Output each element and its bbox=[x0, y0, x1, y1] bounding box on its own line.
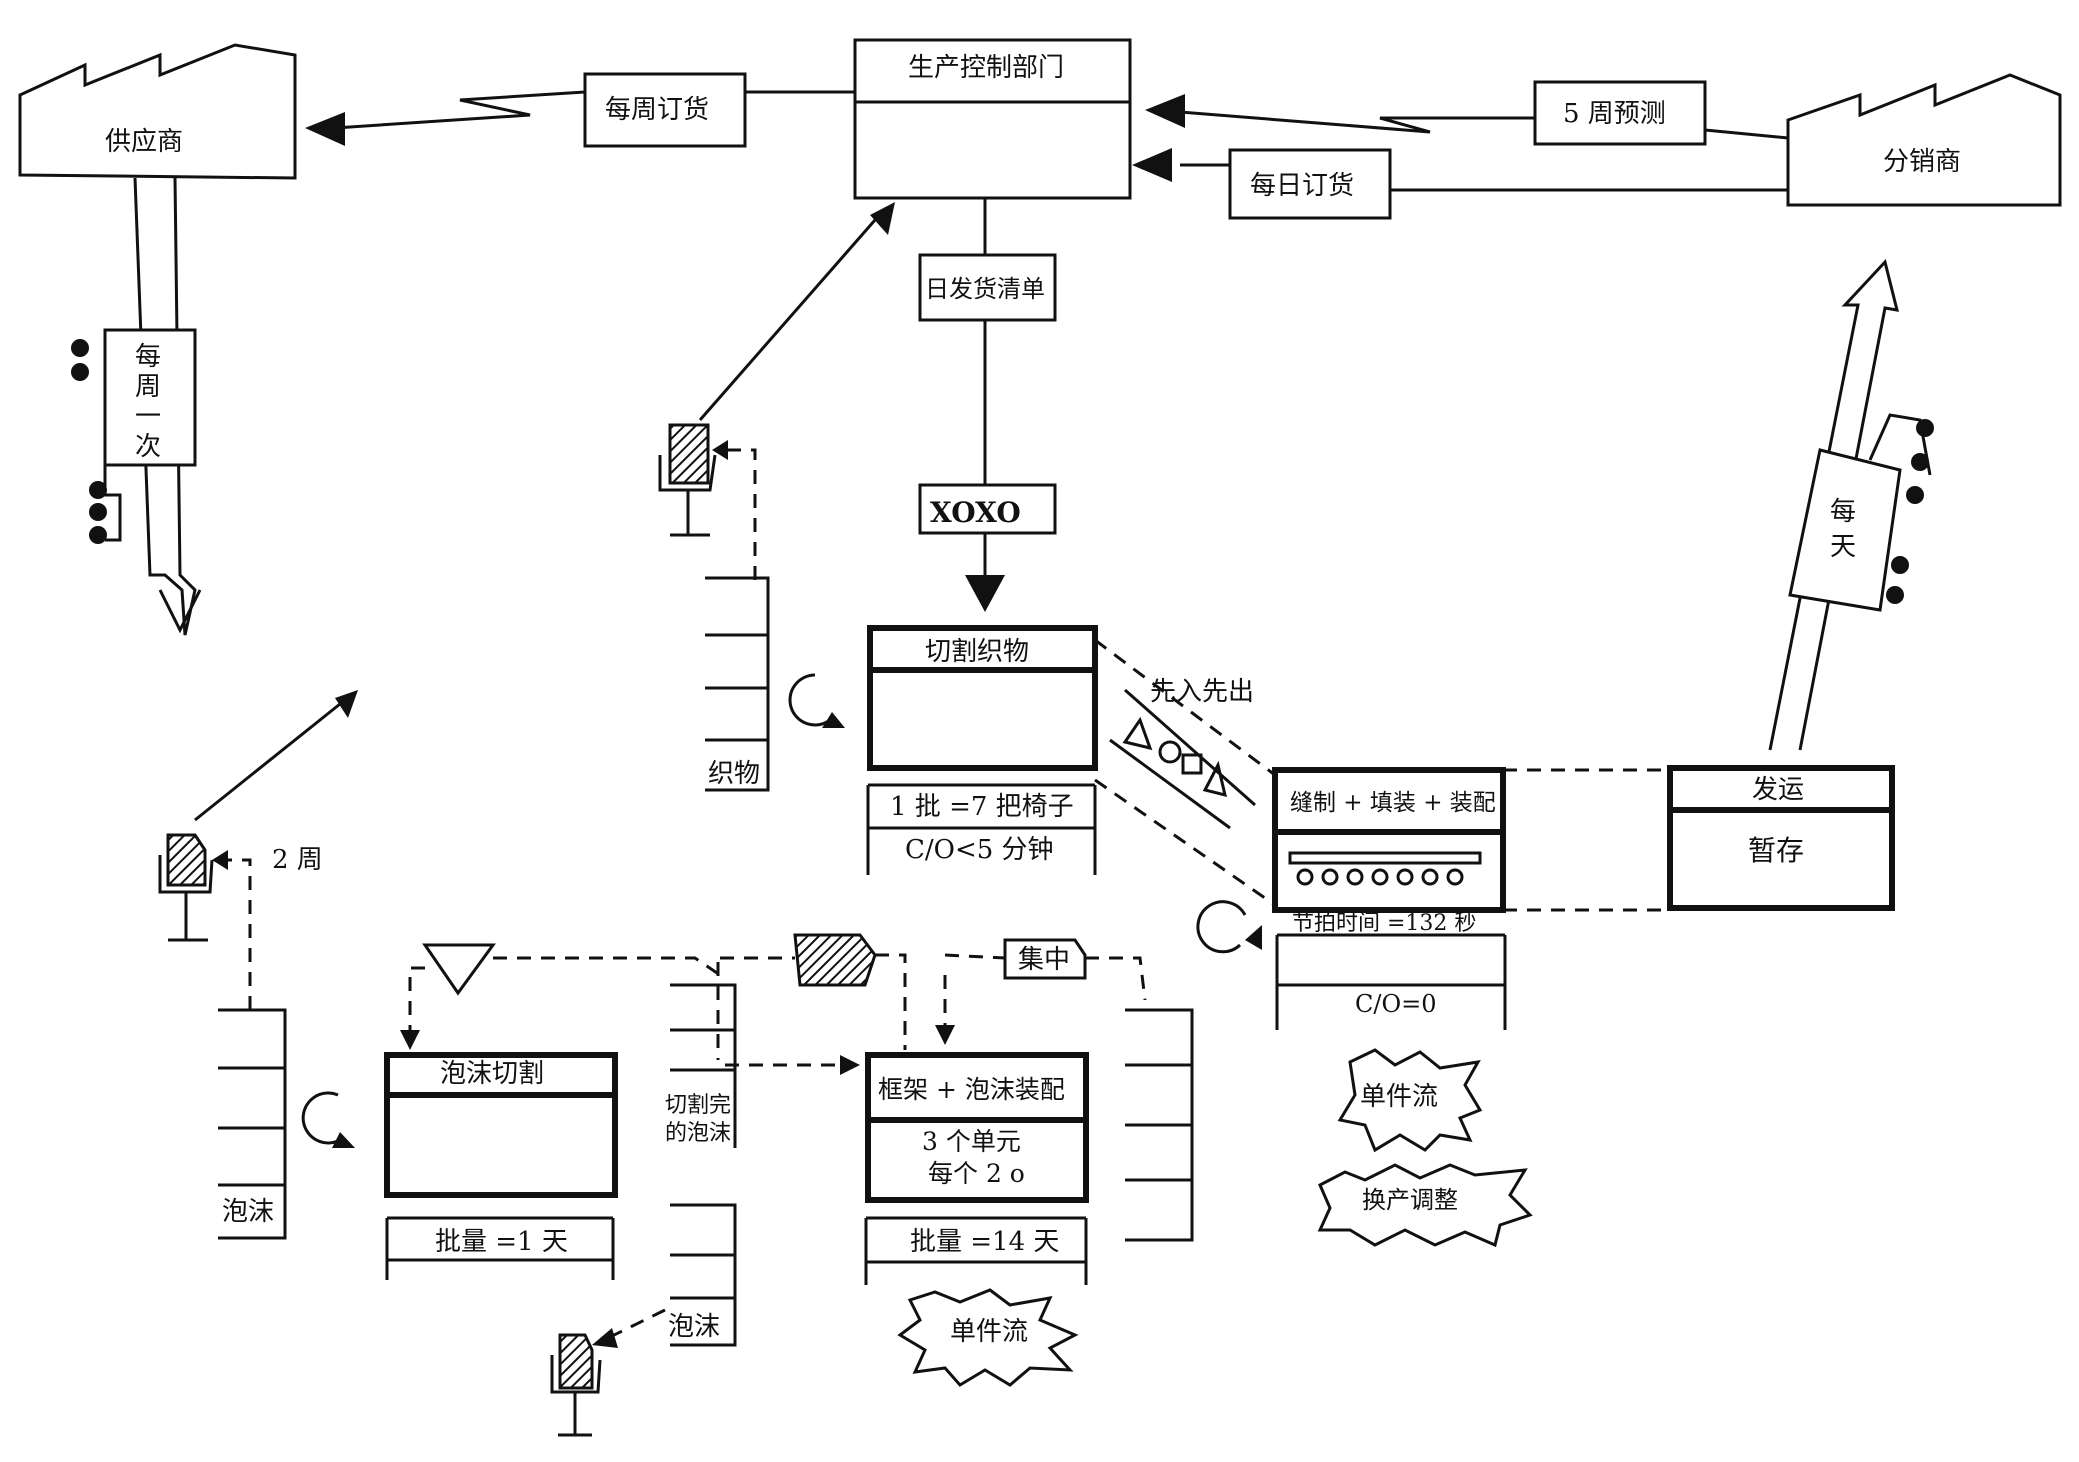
electronic-info-arrow-icon bbox=[334, 90, 855, 130]
assembly-supermarket bbox=[1125, 1008, 1194, 1242]
production-kanban-icon bbox=[166, 833, 207, 887]
production-kanban-icon bbox=[558, 1333, 594, 1390]
leveling-box bbox=[918, 483, 1057, 535]
cut-foam-supermarket: 切割完 的泡沫 bbox=[665, 983, 737, 1148]
kaizen-burst-icon bbox=[897, 1288, 1079, 1387]
supplier-truck-label-4: 次 bbox=[135, 432, 161, 462]
truck-icon bbox=[71, 328, 197, 544]
supplier-shipment: 每 周 一 次 bbox=[71, 177, 202, 636]
foam-supermarket: 泡沫 bbox=[218, 1008, 287, 1240]
cut-foam-label-1: 切割完 bbox=[665, 1093, 731, 1118]
production-kanban-icon bbox=[668, 423, 710, 485]
pull-circle-icon bbox=[301, 1091, 341, 1145]
kaizen-burst-changeover: 换产调整 bbox=[1317, 1163, 1533, 1248]
electronic-info-arrow-icon bbox=[1180, 163, 1788, 192]
weekly-order-label: 每周订货 bbox=[605, 95, 709, 125]
factory-icon bbox=[1786, 73, 2062, 207]
distributor-label: 分销商 bbox=[1883, 147, 1961, 177]
signal-routes: 集中 bbox=[400, 933, 1147, 1075]
supermarket-icon bbox=[218, 1008, 287, 1240]
pull-circle-icon bbox=[1196, 900, 1247, 954]
kaizen-burst-icon bbox=[1337, 1048, 1483, 1153]
cut-foam-label-2: 的泡沫 bbox=[665, 1121, 731, 1146]
ship-title: 发运 bbox=[1752, 775, 1804, 805]
truck-icon bbox=[1788, 413, 1934, 612]
fifo-lane: 先入先出 bbox=[1094, 638, 1276, 907]
ship-body: 暂存 bbox=[1748, 834, 1804, 867]
kanban-post-bottom bbox=[550, 1333, 602, 1437]
supermarket-icon bbox=[670, 983, 737, 1148]
kaizen-burst-icon bbox=[1317, 1163, 1533, 1248]
distributor-truck-label-1: 每 bbox=[1830, 497, 1856, 527]
changeover-label: 换产调整 bbox=[1362, 1186, 1458, 1214]
conveyor-icon bbox=[1296, 868, 1464, 886]
frame-assembly-data-1: 批量 =14 天 bbox=[910, 1227, 1059, 1257]
fifo-lane-icon bbox=[1122, 716, 1228, 798]
sew-data-1: 节拍时间 =132 秒 bbox=[1292, 911, 1476, 936]
leveling-label: XOXO bbox=[930, 496, 1021, 529]
cut-fabric-data-2: C/O<5 分钟 bbox=[905, 835, 1054, 865]
fabric-label: 织物 bbox=[708, 759, 760, 789]
kanban-post-lower-left: 2 周 bbox=[158, 690, 358, 1010]
supplier-truck-label-1: 每 bbox=[135, 342, 161, 372]
daily-ship-list-label: 日发货清单 bbox=[925, 275, 1045, 303]
kaizen-burst-one-piece-right: 单件流 bbox=[1337, 1048, 1483, 1153]
one-piece-flow-right-label: 单件流 bbox=[1360, 1082, 1438, 1112]
kaizen-burst-one-piece-bottom: 单件流 bbox=[897, 1288, 1079, 1387]
frame-assembly-body-2: 每个 2 o bbox=[928, 1159, 1025, 1188]
signal-kanban-icon bbox=[422, 943, 496, 996]
factory-icon bbox=[18, 43, 297, 180]
production-control: 生产控制部门 bbox=[853, 38, 1132, 200]
foam-cut-title: 泡沫切割 bbox=[440, 1059, 544, 1089]
frame-assembly-body-1: 3 个单元 bbox=[922, 1127, 1021, 1156]
foam-cut-data-1: 批量 =1 天 bbox=[435, 1227, 568, 1257]
process-frame-assembly: 框架 + 泡沫装配 3 个单元 每个 2 o 批量 =14 天 bbox=[864, 1052, 1089, 1285]
weekly-order-flow: 每周订货 bbox=[305, 72, 855, 148]
concentrate-label: 集中 bbox=[1018, 945, 1070, 975]
foam-label: 泡沫 bbox=[222, 1197, 274, 1227]
sew-title: 缝制 + 填装 + 装配 bbox=[1290, 790, 1496, 816]
pull-circle-icon bbox=[788, 673, 831, 727]
electronic-info-arrow-icon bbox=[1179, 110, 1789, 140]
shipment-arrow bbox=[1768, 258, 1900, 751]
supermarket-icon bbox=[670, 1203, 737, 1347]
shipment-arrow bbox=[133, 177, 197, 636]
supermarket-icon bbox=[705, 576, 770, 792]
frame-assembly-title: 框架 + 泡沫装配 bbox=[878, 1075, 1065, 1104]
daily-order-label: 每日订货 bbox=[1250, 171, 1354, 201]
fabric-supermarket: 织物 bbox=[705, 576, 770, 792]
foam-lower-label: 泡沫 bbox=[668, 1312, 720, 1342]
process-foam-cut: 泡沫切割 批量 =1 天 bbox=[301, 1052, 618, 1280]
withdrawal-kanban-icon bbox=[793, 933, 877, 987]
process-ship: 发运 暂存 bbox=[1667, 765, 1895, 911]
foam-lower-supermarket: 泡沫 bbox=[592, 1203, 737, 1348]
supplier-truck-label-2: 周 bbox=[135, 372, 161, 402]
supplier-label: 供应商 bbox=[105, 127, 183, 157]
two-weeks-label: 2 周 bbox=[272, 845, 323, 875]
schedule-flow: 日发货清单 XOXO bbox=[918, 198, 1057, 612]
supplier-truck-label-3: 一 bbox=[135, 402, 161, 432]
production-control-title: 生产控制部门 bbox=[908, 53, 1064, 83]
process-sew: 缝制 + 填装 + 装配 节拍时间 =132 秒 C/O=0 bbox=[1196, 767, 1507, 1030]
cut-fabric-title: 切割织物 bbox=[925, 637, 1029, 667]
signal-kanban-icon bbox=[1003, 938, 1087, 980]
kanban-post-top bbox=[658, 202, 895, 580]
sew-data-3: C/O=0 bbox=[1355, 990, 1437, 1018]
cut-fabric-data-1: 1 批 =7 把椅子 bbox=[890, 792, 1074, 822]
fifo-label: 先入先出 bbox=[1150, 677, 1254, 707]
supplier-factory: 供应商 bbox=[18, 43, 297, 180]
forecast-flow: 5 周预测 bbox=[1145, 80, 1789, 146]
forecast-label: 5 周预测 bbox=[1563, 99, 1666, 129]
process-cut-fabric: 切割织物 1 批 =7 把椅子 C/O<5 分钟 bbox=[788, 625, 1098, 875]
supermarket-icon bbox=[1125, 1008, 1194, 1242]
distributor-factory: 分销商 bbox=[1786, 73, 2062, 207]
distributor-shipment: 每 天 bbox=[1768, 258, 1934, 751]
distributor-truck-label-2: 天 bbox=[1830, 532, 1856, 562]
daily-order-flow: 每日订货 bbox=[1132, 148, 1788, 220]
one-piece-flow-bottom-label: 单件流 bbox=[950, 1317, 1028, 1347]
